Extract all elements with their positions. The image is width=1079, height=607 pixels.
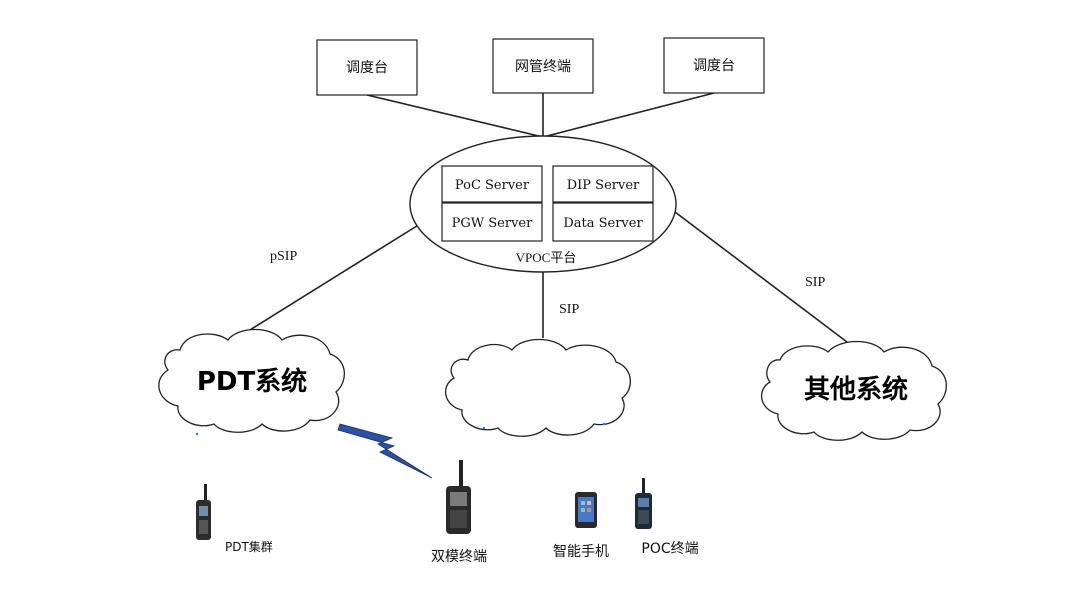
link-label-psip: pSIP: [270, 249, 297, 264]
device-label-poc: POC终端: [641, 541, 698, 557]
cloud-other-system[interactable]: 其他系统: [760, 340, 947, 441]
lightning-icon: [337, 423, 433, 479]
server-dip: DIP Server: [567, 178, 640, 193]
top-box-nms-terminal[interactable]: 网管终端: [492, 38, 594, 94]
device-label-pdt-trunk: PDT集群: [225, 539, 273, 554]
link-label-sip-middle: SIP: [559, 302, 579, 317]
cloud-pdt-system[interactable]: PDT系统: [158, 328, 345, 433]
radio-icon: [196, 484, 211, 540]
platform-label: VPOC平台: [516, 250, 577, 265]
radio-icon: [635, 478, 652, 529]
top-connectors: [366, 92, 715, 138]
server-grid: [441, 165, 654, 242]
cloud-unnamed[interactable]: [444, 338, 631, 437]
marker-dot: [195, 432, 199, 436]
server-poc: PoC Server: [455, 178, 530, 193]
vpoc-platform[interactable]: PoC Server DIP Server PGW Server Data Se…: [409, 135, 677, 273]
radio-icon: [446, 460, 471, 534]
platform-links: [244, 211, 848, 343]
cloud-label: PDT系统: [197, 366, 307, 397]
device-label-dual-mode: 双模终端: [431, 549, 487, 565]
link-label-sip-right: SIP: [805, 275, 825, 290]
connector-right-console: [542, 92, 715, 138]
cloud-label: 其他系统: [804, 374, 908, 405]
connector-left-console: [366, 94, 544, 138]
server-data: Data Server: [563, 216, 643, 231]
link-left: [244, 223, 421, 334]
top-box-label: 调度台: [346, 60, 388, 76]
server-pgw: PGW Server: [452, 216, 533, 231]
link-right: [674, 211, 848, 343]
marker-dot: [482, 426, 486, 430]
top-box-label: 网管终端: [515, 59, 571, 75]
marker-dot: [602, 422, 606, 426]
top-box-label: 调度台: [693, 58, 735, 74]
top-box-right-console[interactable]: 调度台: [663, 37, 765, 94]
top-box-left-console[interactable]: 调度台: [316, 39, 418, 96]
smartphone-icon: [575, 492, 597, 528]
device-label-smartphone: 智能手机: [553, 544, 609, 560]
